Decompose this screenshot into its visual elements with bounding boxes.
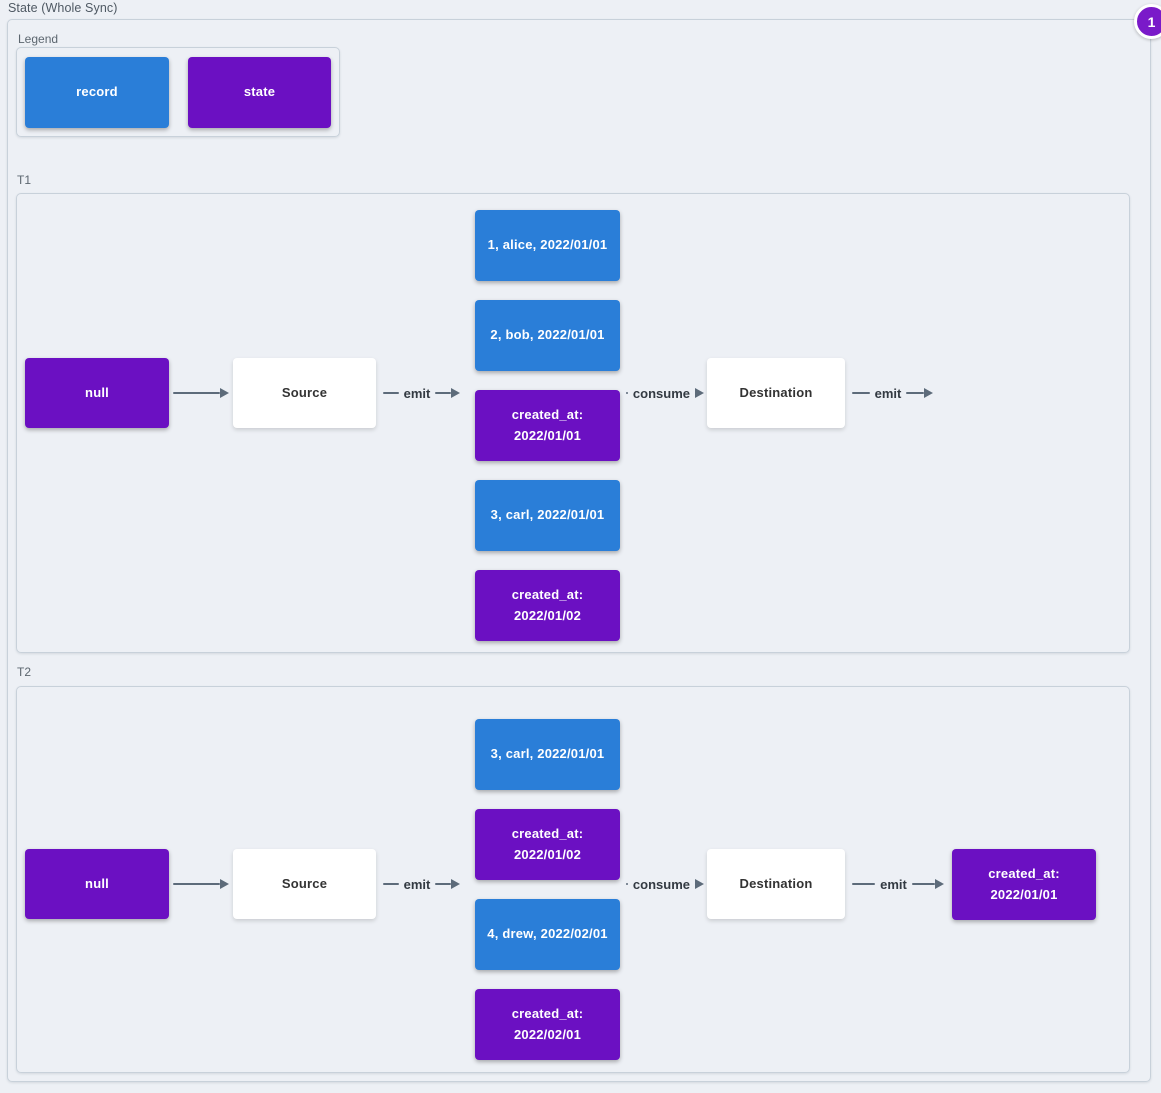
t1-source-node: Source	[233, 358, 376, 428]
legend-record-node: record	[25, 57, 169, 128]
arrowhead-icon	[695, 879, 704, 889]
t2-consume-arrow: consume	[626, 877, 704, 891]
annotation-badge: 1	[1134, 4, 1161, 39]
arrowhead-icon	[924, 388, 934, 398]
t2-label: T2	[17, 665, 32, 679]
t2-stack-state-0201: created_at: 2022/02/01	[475, 989, 620, 1060]
edge-label-emit: emit	[403, 876, 431, 892]
t2-source-node: Source	[233, 849, 376, 919]
arrow-line	[383, 883, 399, 885]
edge-label-emit: emit	[880, 876, 907, 892]
arrow-line	[852, 883, 876, 885]
edge-label-emit: emit	[403, 385, 431, 401]
arrowhead-icon	[451, 388, 461, 398]
arrow-line	[626, 392, 628, 394]
arrowhead-icon	[695, 388, 704, 398]
t1-label: T1	[17, 173, 32, 187]
arrow-line	[906, 392, 925, 394]
arrowhead-icon	[220, 879, 229, 889]
t1-stack-state-0101: created_at: 2022/01/01	[475, 390, 620, 461]
legend-state-node: state	[188, 57, 331, 128]
t2-emit-out-arrow: emit	[852, 876, 945, 892]
t1-stack-record-bob: 2, bob, 2022/01/01	[475, 300, 620, 371]
t2-output-state-node: created_at: 2022/01/01	[952, 849, 1096, 920]
t2-group-box	[16, 686, 1130, 1073]
t1-arrow-null-to-source	[173, 386, 229, 400]
arrow-line	[435, 883, 452, 885]
t1-null-node: null	[25, 358, 169, 428]
arrowhead-icon	[220, 388, 229, 398]
t2-stack-state-0102: created_at: 2022/01/02	[475, 809, 620, 880]
t2-stack-record-carl: 3, carl, 2022/01/01	[475, 719, 620, 790]
legend-label: Legend	[18, 32, 59, 46]
annotation-badge-number: 1	[1147, 13, 1156, 30]
t2-arrow-null-to-source	[173, 877, 229, 891]
t2-null-node: null	[25, 849, 169, 919]
t2-stack-record-drew: 4, drew, 2022/02/01	[475, 899, 620, 970]
t1-stack-record-carl: 3, carl, 2022/01/01	[475, 480, 620, 551]
edge-label-emit: emit	[874, 385, 902, 401]
arrowhead-icon	[935, 879, 945, 889]
t1-stack-state-0102: created_at: 2022/01/02	[475, 570, 620, 641]
t1-emit-out-arrow: emit	[852, 385, 934, 401]
t1-group-box	[16, 193, 1130, 653]
t2-destination-node: Destination	[707, 849, 845, 919]
t1-destination-node: Destination	[707, 358, 845, 428]
t1-consume-arrow: consume	[626, 386, 704, 400]
t1-stack-record-alice: 1, alice, 2022/01/01	[475, 210, 620, 281]
diagram-title: State (Whole Sync)	[8, 1, 118, 15]
arrow-line	[435, 392, 452, 394]
edge-label-consume: consume	[632, 876, 690, 892]
arrow-line	[852, 392, 870, 394]
legend-group-box	[16, 47, 340, 137]
arrowhead-icon	[451, 879, 461, 889]
arrow-line	[911, 883, 936, 885]
t2-emit-arrow: emit	[383, 876, 461, 892]
arrow-line	[626, 883, 628, 885]
t1-emit-arrow: emit	[383, 385, 461, 401]
outer-group-box	[7, 19, 1151, 1082]
arrow-line	[173, 883, 220, 885]
arrow-line	[173, 392, 220, 394]
edge-label-consume: consume	[632, 385, 690, 401]
arrow-line	[383, 392, 399, 394]
